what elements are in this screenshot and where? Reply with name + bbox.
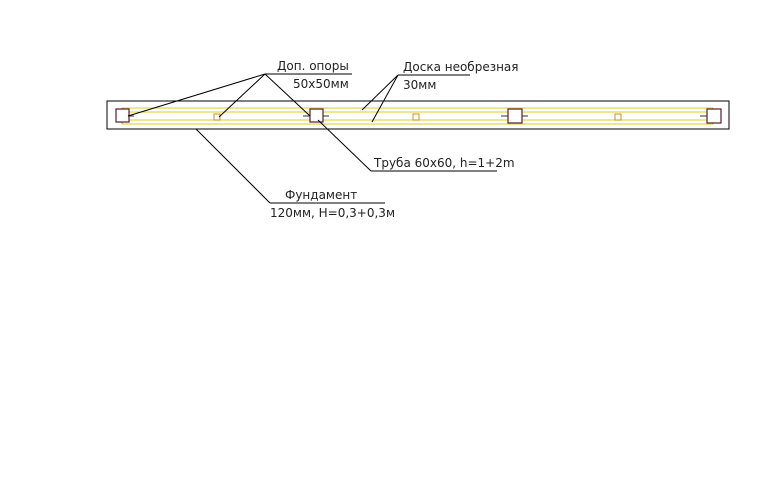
post: [706, 108, 722, 124]
post: [507, 108, 523, 124]
leader-lines: [127, 73, 497, 204]
extra-support: [213, 113, 221, 121]
post: [309, 108, 324, 123]
extra-supports: [213, 113, 622, 121]
foundation-title: Фундамент: [285, 188, 357, 202]
extra-support: [412, 113, 420, 121]
foundation-size: 120мм, H=0,3+0,3м: [270, 206, 395, 220]
supports-size: 50х50мм: [293, 77, 349, 91]
post: [115, 108, 130, 123]
extra-support: [614, 113, 622, 121]
pipe-label: Труба 60х60, h=1+2m: [373, 156, 515, 170]
board-title: Доска необрезная: [403, 60, 519, 74]
supports-title: Доп. опоры: [277, 59, 349, 73]
board-size: 30мм: [403, 78, 436, 92]
